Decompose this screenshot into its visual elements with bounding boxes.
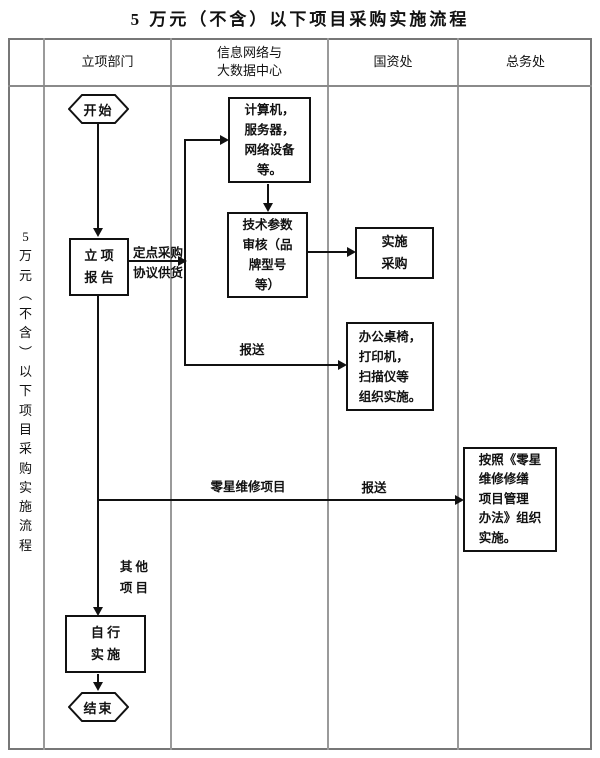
node-repair-management-rule-label: 按照《零星 维修修缮 项目管理 办法》组织 实施。	[478, 452, 542, 545]
node-implement-procurement-label: 实施 采购	[381, 234, 408, 271]
lane-header-state-assets: 国资处	[373, 53, 413, 69]
connector-self-to-end	[97, 674, 99, 684]
start-label: 开始	[83, 102, 114, 118]
node-office-equipment: 办公桌椅， 打印机， 扫描仪等 组织实施。	[346, 322, 434, 411]
connector-submit-to-office	[185, 364, 340, 366]
swimlane-frame	[8, 38, 592, 750]
node-office-equipment-label: 办公桌椅， 打印机， 扫描仪等 组织实施。	[358, 329, 422, 404]
end-node: 结束	[68, 691, 129, 723]
hexagon-shape-icon	[68, 692, 129, 722]
hexagon-shape-icon	[68, 94, 129, 124]
node-tech-parameter-review-label: 技术参数 审核（品 牌型号 等）	[242, 218, 293, 292]
connector-to-computer	[185, 139, 222, 141]
lane-divider-side	[43, 38, 45, 750]
node-computer-equipment: 计算机， 服务器， 网络设备 等。	[228, 97, 311, 183]
node-tech-parameter-review: 技术参数 审核（品 牌型号 等）	[227, 212, 308, 298]
connector-branch-spine	[184, 139, 186, 366]
arrowhead-into-computer	[220, 135, 229, 145]
node-project-report: 立 项 报 告	[69, 238, 129, 296]
connector-report-to-branch	[127, 260, 179, 262]
connector-review-to-procure	[308, 251, 349, 253]
connector-report-down-spine	[97, 296, 99, 609]
lane-header-general-affairs: 总务处	[505, 53, 545, 69]
flow-title: 5 万元（不含）以下项目采购实施流程	[130, 10, 470, 29]
lane-header-initiating-dept: 立项部门	[81, 53, 134, 69]
arrowhead-into-procure	[347, 247, 356, 257]
start-node: 开始	[68, 93, 129, 125]
arrowhead-into-office	[338, 360, 347, 370]
node-project-report-label: 立 项 报 告	[84, 248, 114, 285]
node-repair-management-rule: 按照《零星 维修修缮 项目管理 办法》组织 实施。	[463, 447, 557, 552]
arrowhead-into-repair-rule	[455, 495, 464, 505]
arrowhead-branch	[178, 256, 187, 266]
node-self-implementation-label: 自 行 实 施	[90, 625, 121, 662]
connector-sporadic-repair	[98, 499, 456, 501]
lane-divider-1	[170, 38, 172, 750]
arrowhead-into-review	[263, 203, 273, 212]
edge-label-other-projects: 其 他 项 目	[119, 560, 149, 595]
connector-computer-to-review	[267, 184, 269, 205]
edge-label-sporadic-repair-project: 零星维修项目	[210, 480, 286, 494]
arrowhead-into-report	[93, 228, 103, 237]
connector-start-to-report	[97, 124, 99, 230]
lane-divider-2	[327, 38, 329, 750]
lane-divider-3	[457, 38, 459, 750]
node-self-implementation: 自 行 实 施	[65, 615, 146, 673]
edge-label-fixed-point-procurement: 定点采购 协议供货	[132, 246, 183, 280]
edge-label-submit-1: 报送	[239, 343, 265, 357]
end-label: 结束	[83, 700, 114, 716]
arrowhead-into-end	[93, 682, 103, 691]
arrowhead-into-self-impl	[93, 607, 103, 616]
node-implement-procurement: 实施 采购	[355, 227, 434, 279]
header-separator	[8, 85, 592, 87]
edge-label-submit-2: 报送	[361, 481, 387, 495]
lane-header-info-data-center: 信息网络与 大数据中心	[216, 44, 282, 78]
node-computer-equipment-label: 计算机， 服务器， 网络设备 等。	[244, 103, 295, 177]
side-vertical-title: 5 万 元 ︵ 不 含 ︶ 以 下 项 目 采 购 实 施 流 程	[18, 229, 32, 553]
